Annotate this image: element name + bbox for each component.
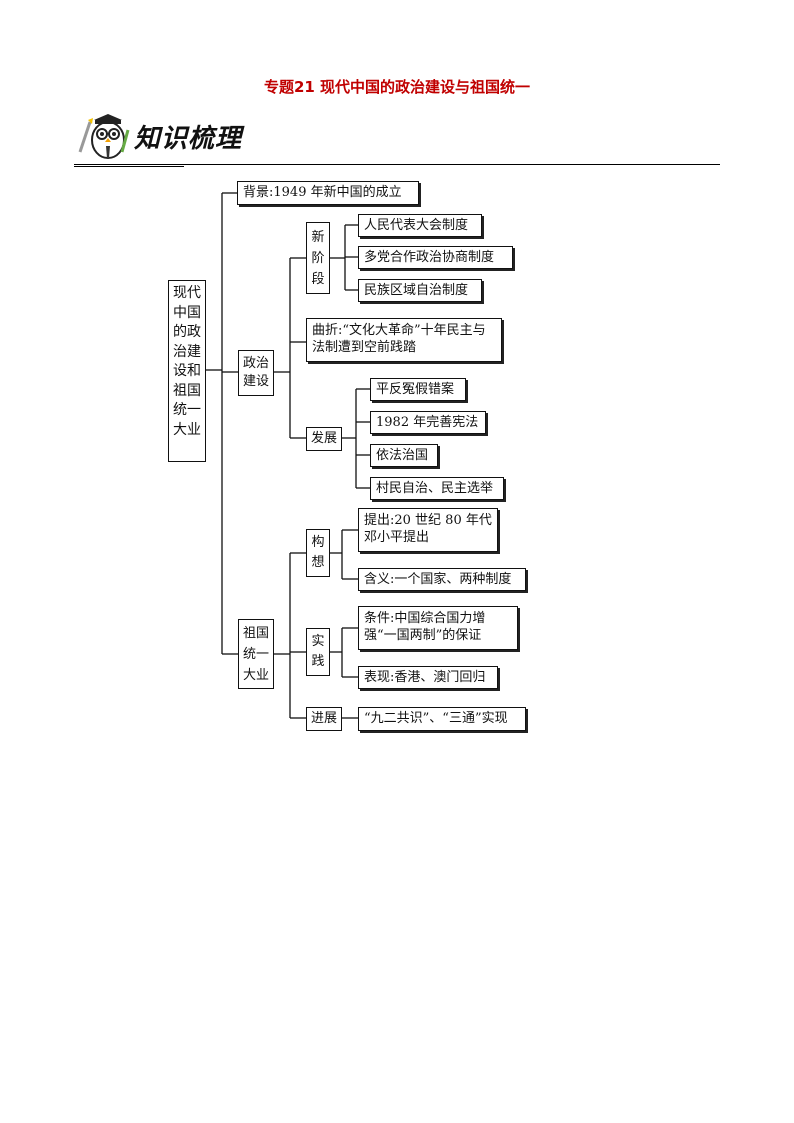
new-stage-item: 多党合作政治协商制度: [358, 246, 513, 269]
concept-node: 构想: [306, 529, 330, 577]
concept-item: 含义:一个国家、两种制度: [358, 568, 526, 591]
new-stage-node: 新阶段: [306, 222, 330, 294]
development-item: 1982 年完善宪法: [370, 411, 486, 434]
concept-item-label: 含义:一个国家、两种制度: [364, 572, 512, 587]
development-item: 村民自治、民主选举: [370, 477, 504, 500]
root-node-label: 现代中国的政治建设和祖国统一大业: [173, 285, 201, 438]
header-divider-accent: [74, 166, 184, 167]
header-divider: [74, 164, 720, 165]
practice-item-label: 表现:香港、澳门回归: [364, 670, 486, 685]
new-stage-label: 新阶段: [311, 230, 325, 287]
unification-label: 祖国统一大业: [242, 626, 269, 683]
development-item-label: 村民自治、民主选举: [376, 481, 494, 496]
development-item-label: 1982 年完善宪法: [376, 415, 479, 430]
practice-item: 表现:香港、澳门回归: [358, 666, 498, 689]
new-stage-item-label: 多党合作政治协商制度: [364, 250, 495, 265]
new-stage-item-label: 人民代表大会制度: [364, 218, 469, 233]
political-construction-node: 政治建设: [238, 350, 274, 396]
practice-item: 条件:中国综合国力增强“一国两制”的保证: [358, 606, 518, 650]
progress-item-label: “九二共识”、“三通”实现: [364, 711, 508, 726]
setback-node: 曲折:“文化大革命”十年民主与法制遭到空前践踏: [306, 318, 502, 362]
development-node: 发展: [306, 427, 342, 451]
development-label: 发展: [310, 431, 337, 446]
development-item: 平反冤假错案: [370, 378, 466, 401]
progress-item: “九二共识”、“三通”实现: [358, 707, 526, 731]
concept-label: 构想: [311, 535, 325, 570]
concept-item-label: 提出:20 世纪 80 年代邓小平提出: [364, 513, 492, 545]
progress-label: 进展: [310, 711, 337, 726]
practice-node: 实践: [306, 628, 330, 676]
development-item-label: 依法治国: [376, 448, 429, 463]
background-node-label: 背景:1949 年新中国的成立: [243, 185, 402, 200]
new-stage-item: 民族区域自治制度: [358, 279, 482, 302]
practice-label: 实践: [311, 634, 325, 669]
new-stage-item-label: 民族区域自治制度: [364, 283, 469, 298]
development-item: 依法治国: [370, 444, 438, 467]
setback-node-label: 曲折:“文化大革命”十年民主与法制遭到空前践踏: [312, 323, 486, 355]
unification-node: 祖国统一大业: [238, 619, 274, 689]
section-label: 知识梳理: [134, 124, 243, 154]
root-node: 现代中国的政治建设和祖国统一大业: [168, 280, 206, 462]
political-construction-label: 政治建设: [242, 356, 269, 389]
page-title: 专题21 现代中国的政治建设与祖国统一: [263, 78, 531, 96]
background-node: 背景:1949 年新中国的成立: [237, 181, 419, 205]
new-stage-item: 人民代表大会制度: [358, 214, 482, 237]
progress-node: 进展: [306, 707, 342, 731]
concept-item: 提出:20 世纪 80 年代邓小平提出: [358, 508, 498, 552]
owl-mascot-icon: [78, 114, 130, 159]
practice-item-label: 条件:中国综合国力增强“一国两制”的保证: [364, 611, 486, 643]
development-item-label: 平反冤假错案: [376, 382, 455, 397]
